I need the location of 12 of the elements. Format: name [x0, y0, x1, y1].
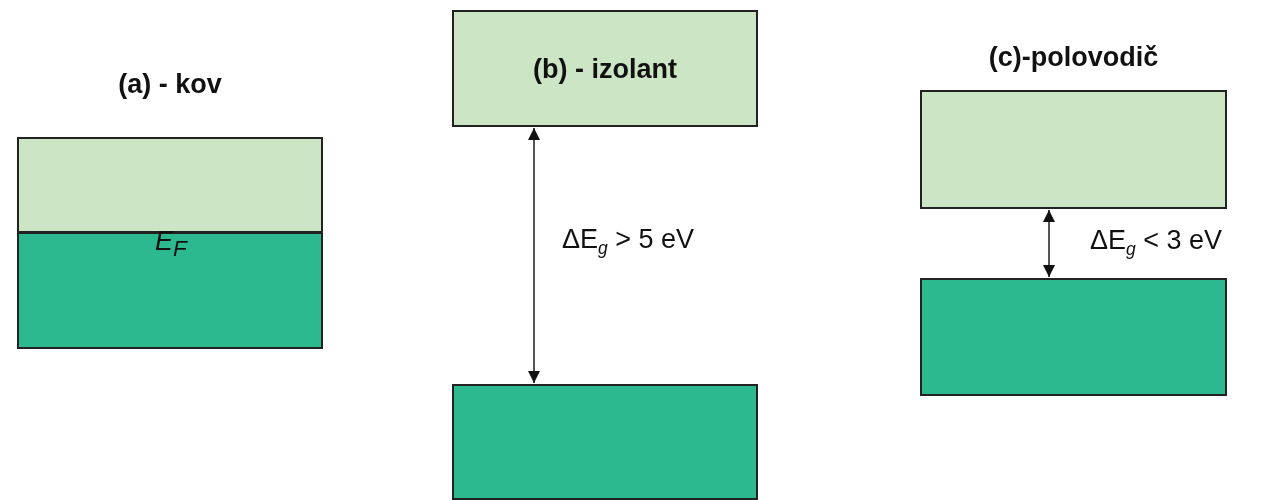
fermi-level-label: E$_{F}$: [155, 226, 187, 263]
valence-band-box: [17, 232, 323, 349]
conduction-band-box: [452, 10, 758, 127]
double-arrow: [528, 127, 540, 384]
valence-band-box: [920, 278, 1227, 396]
panel-heading: (c)-polovodič: [987, 42, 1160, 73]
panel-heading: (a) - kov: [117, 69, 223, 100]
valence-band-box: [452, 384, 758, 500]
double-arrow: [1043, 209, 1055, 278]
band-gap-label: ΔE$_{g}$ < 3 eV: [1090, 225, 1223, 261]
panel-heading: (b) - izolant: [532, 53, 678, 84]
band-gap-label: ΔE$_{g}$ > 5 eV: [562, 224, 695, 260]
